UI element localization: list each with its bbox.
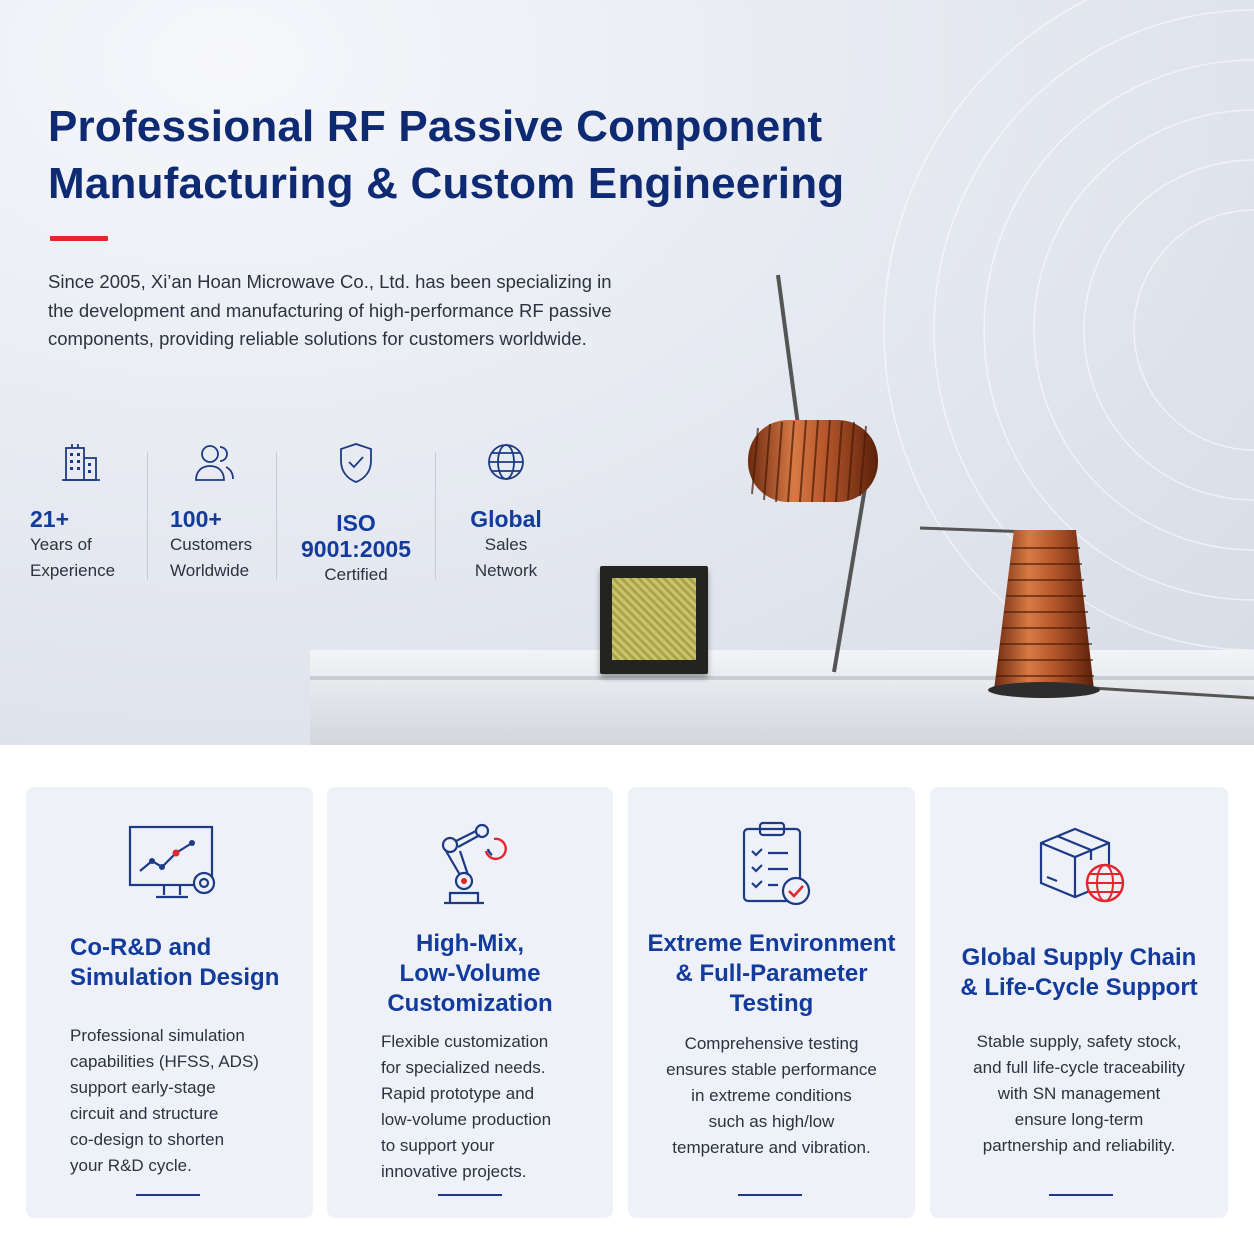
- desc-line: such as high/low: [708, 1112, 835, 1131]
- monitor-chart-gear-icon: [128, 825, 215, 899]
- feature-card-rnd: Co-R&D and Simulation Design Professiona…: [26, 787, 313, 1218]
- desc-line: with SN management: [997, 1084, 1161, 1103]
- desc-line: support early-stage: [70, 1078, 216, 1097]
- marble-plinth: [310, 650, 1254, 745]
- feature-icon-wrap: [628, 821, 915, 911]
- stat-network: Global Sales Network: [456, 440, 556, 584]
- desc-line: low-volume production: [381, 1110, 552, 1129]
- feature-description: Stable supply, safety stock, and full li…: [930, 1029, 1228, 1159]
- feature-title-line-2: & Full-Parameter: [675, 960, 868, 987]
- page-title: Professional RF Passive Component Manufa…: [48, 98, 868, 212]
- desc-line: Rapid prototype and: [381, 1084, 535, 1103]
- shield-check-icon: [340, 443, 372, 483]
- product-photo: [748, 274, 1254, 700]
- feature-icon-wrap: [930, 821, 1228, 911]
- card-underline: [136, 1194, 200, 1196]
- features-section: Co-R&D and Simulation Design Professiona…: [0, 745, 1254, 1254]
- stat-label-1: Years of: [30, 535, 92, 554]
- desc-line: circuit and structure: [70, 1104, 219, 1123]
- card-underline: [738, 1194, 802, 1196]
- feature-description: Comprehensive testing ensures stable per…: [628, 1031, 915, 1161]
- stat-divider: [147, 452, 148, 580]
- desc-line: ensure long-term: [1014, 1110, 1144, 1129]
- desc-line: capabilities (HFSS, ADS): [70, 1052, 259, 1071]
- stat-customers: 100+ Customers Worldwide: [164, 440, 264, 584]
- stat-label-2: Worldwide: [170, 561, 250, 580]
- stat-value: 21+: [30, 506, 70, 532]
- desc-line: Professional simulation: [70, 1026, 245, 1045]
- building-icon: [62, 444, 100, 481]
- card-underline: [1049, 1194, 1113, 1196]
- stat-value: Global: [470, 506, 542, 532]
- feature-title-line-1: High-Mix,: [416, 930, 524, 957]
- hero-section: Professional RF Passive Component Manufa…: [0, 0, 1254, 745]
- box-globe-icon: [1039, 827, 1125, 903]
- plinth-edge: [310, 676, 1254, 680]
- feature-description: Professional simulation capabilities (HF…: [70, 1023, 300, 1179]
- desc-line: and full life-cycle traceability: [973, 1058, 1185, 1077]
- stat-label-2: Network: [474, 561, 538, 580]
- conical-coil: [988, 530, 1100, 698]
- feature-title-line-3: Testing: [729, 990, 814, 1017]
- feature-card-customization: High-Mix, Low-Volume Customization Flexi…: [327, 787, 613, 1218]
- intro-line-3: components, providing reliable solutions…: [48, 328, 587, 349]
- title-line-1: Professional RF Passive Component: [48, 102, 823, 151]
- feature-description: Flexible customization for specialized n…: [381, 1029, 601, 1185]
- feature-icon-wrap: [26, 821, 313, 911]
- desc-line: for specialized needs.: [381, 1058, 546, 1077]
- desc-line: in extreme conditions: [691, 1086, 852, 1105]
- feature-title-line-1: Co-R&D and: [70, 934, 212, 961]
- feature-card-supply-chain: Global Supply Chain & Life-Cycle Support…: [930, 787, 1228, 1218]
- smd-chip-component: [600, 566, 708, 674]
- stat-label-2: Experience: [30, 561, 116, 580]
- clipboard-check-icon: [742, 821, 810, 906]
- desc-line: innovative projects.: [381, 1162, 527, 1181]
- desc-line: Flexible customization: [381, 1032, 549, 1051]
- chip-pad: [612, 578, 696, 660]
- title-accent-bar: [50, 236, 108, 241]
- feature-title-line-2: Simulation Design: [70, 964, 280, 991]
- stat-label-1: Certified: [324, 565, 388, 584]
- stat-certification: ISO 9001:2005 Certified: [290, 440, 422, 588]
- globe-icon: [488, 444, 524, 480]
- stat-divider: [435, 452, 436, 580]
- card-underline: [438, 1194, 502, 1196]
- desc-line: Comprehensive testing: [684, 1034, 859, 1053]
- desc-line: to support your: [381, 1136, 495, 1155]
- feature-title: Extreme Environment & Full-Parameter Tes…: [628, 929, 915, 1019]
- feature-title-line-1: Global Supply Chain: [961, 944, 1197, 971]
- feature-title: Co-R&D and Simulation Design: [70, 933, 310, 993]
- feature-title-line-3: Customization: [387, 990, 553, 1017]
- stat-label-1: Customers: [170, 535, 253, 554]
- feature-title: High-Mix, Low-Volume Customization: [327, 929, 613, 1019]
- desc-line: your R&D cycle.: [70, 1156, 192, 1175]
- feature-title-line-2: Low-Volume: [399, 960, 541, 987]
- stat-value-1: ISO: [336, 510, 376, 536]
- intro-line-2: the development and manufacturing of hig…: [48, 299, 612, 321]
- stat-value-2: 9001:2005: [301, 536, 411, 562]
- title-line-2: Manufacturing & Custom Engineering: [48, 159, 845, 208]
- background-waves: [0, 0, 1254, 745]
- intro-line-1: Since 2005, Xi’an Hoan Microwave Co., Lt…: [48, 271, 612, 292]
- users-icon: [195, 445, 234, 481]
- desc-line: Stable supply, safety stock,: [976, 1032, 1182, 1051]
- desc-line: partnership and reliability.: [982, 1136, 1176, 1155]
- robot-arm-icon: [441, 823, 507, 905]
- stat-experience: 21+ Years of Experience: [30, 440, 130, 584]
- desc-line: co-design to shorten: [70, 1130, 225, 1149]
- feature-title-line-1: Extreme Environment: [647, 930, 896, 957]
- feature-icon-wrap: [327, 821, 613, 911]
- feature-card-testing: Extreme Environment & Full-Parameter Tes…: [628, 787, 915, 1218]
- stat-label-1: Sales: [484, 535, 528, 554]
- air-core-coil: [748, 419, 878, 503]
- desc-line: temperature and vibration.: [672, 1138, 871, 1157]
- desc-line: ensures stable performance: [666, 1060, 877, 1079]
- stat-divider: [276, 452, 277, 580]
- feature-title-line-2: & Life-Cycle Support: [960, 974, 1198, 1001]
- feature-title: Global Supply Chain & Life-Cycle Support: [930, 943, 1228, 1003]
- stat-value: 100+: [170, 506, 222, 532]
- intro-paragraph: Since 2005, Xi’an Hoan Microwave Co., Lt…: [48, 268, 678, 354]
